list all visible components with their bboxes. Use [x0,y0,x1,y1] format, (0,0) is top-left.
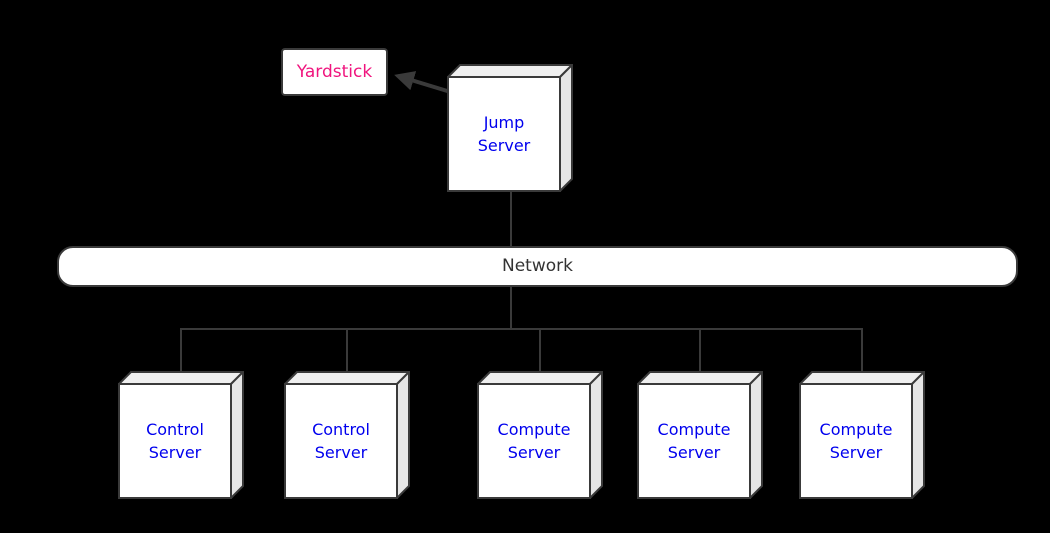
compute-server-label-3: Compute Server [819,420,893,462]
yardstick-label: Yardstick [296,61,373,82]
box3d-shape [477,371,603,499]
control-server-node-2: Control Server [284,371,410,499]
control-server-label-2: Control Server [312,420,370,462]
box-side-face [911,371,925,499]
box-top-face [477,371,603,385]
box-side-face [230,371,244,499]
compute-server-label-1: Compute Server [497,420,571,462]
network-node: Network [57,246,1018,287]
box-front-face [284,383,398,499]
compute-server-node-3: Compute Server [799,371,925,499]
jump-server-label: Jump Server [477,113,531,155]
yardstick-node: Yardstick [281,48,388,96]
box-side-face [589,371,603,499]
compute-server-label-2: Compute Server [657,420,731,462]
box3d-shape [284,371,410,499]
compute-server-node-1: Compute Server [477,371,603,499]
box-top-face [118,371,244,385]
box-top-face [284,371,410,385]
control-server-node-1: Control Server [118,371,244,499]
jump-server-node: Jump Server [447,64,573,192]
box-top-face [799,371,925,385]
box-top-face [637,371,763,385]
compute-server-node-2: Compute Server [637,371,763,499]
box-side-face [559,64,573,192]
box-front-face [799,383,913,499]
box3d-shape [447,64,573,192]
network-label: Network [502,256,573,276]
box3d-shape [118,371,244,499]
box-front-face [477,383,591,499]
box-side-face [396,371,410,499]
box-front-face [637,383,751,499]
box-top-face [447,64,573,78]
box3d-shape [637,371,763,499]
box-front-face [118,383,232,499]
box-side-face [749,371,763,499]
box3d-shape [799,371,925,499]
control-server-label-1: Control Server [146,420,204,462]
box-front-face [447,76,561,192]
